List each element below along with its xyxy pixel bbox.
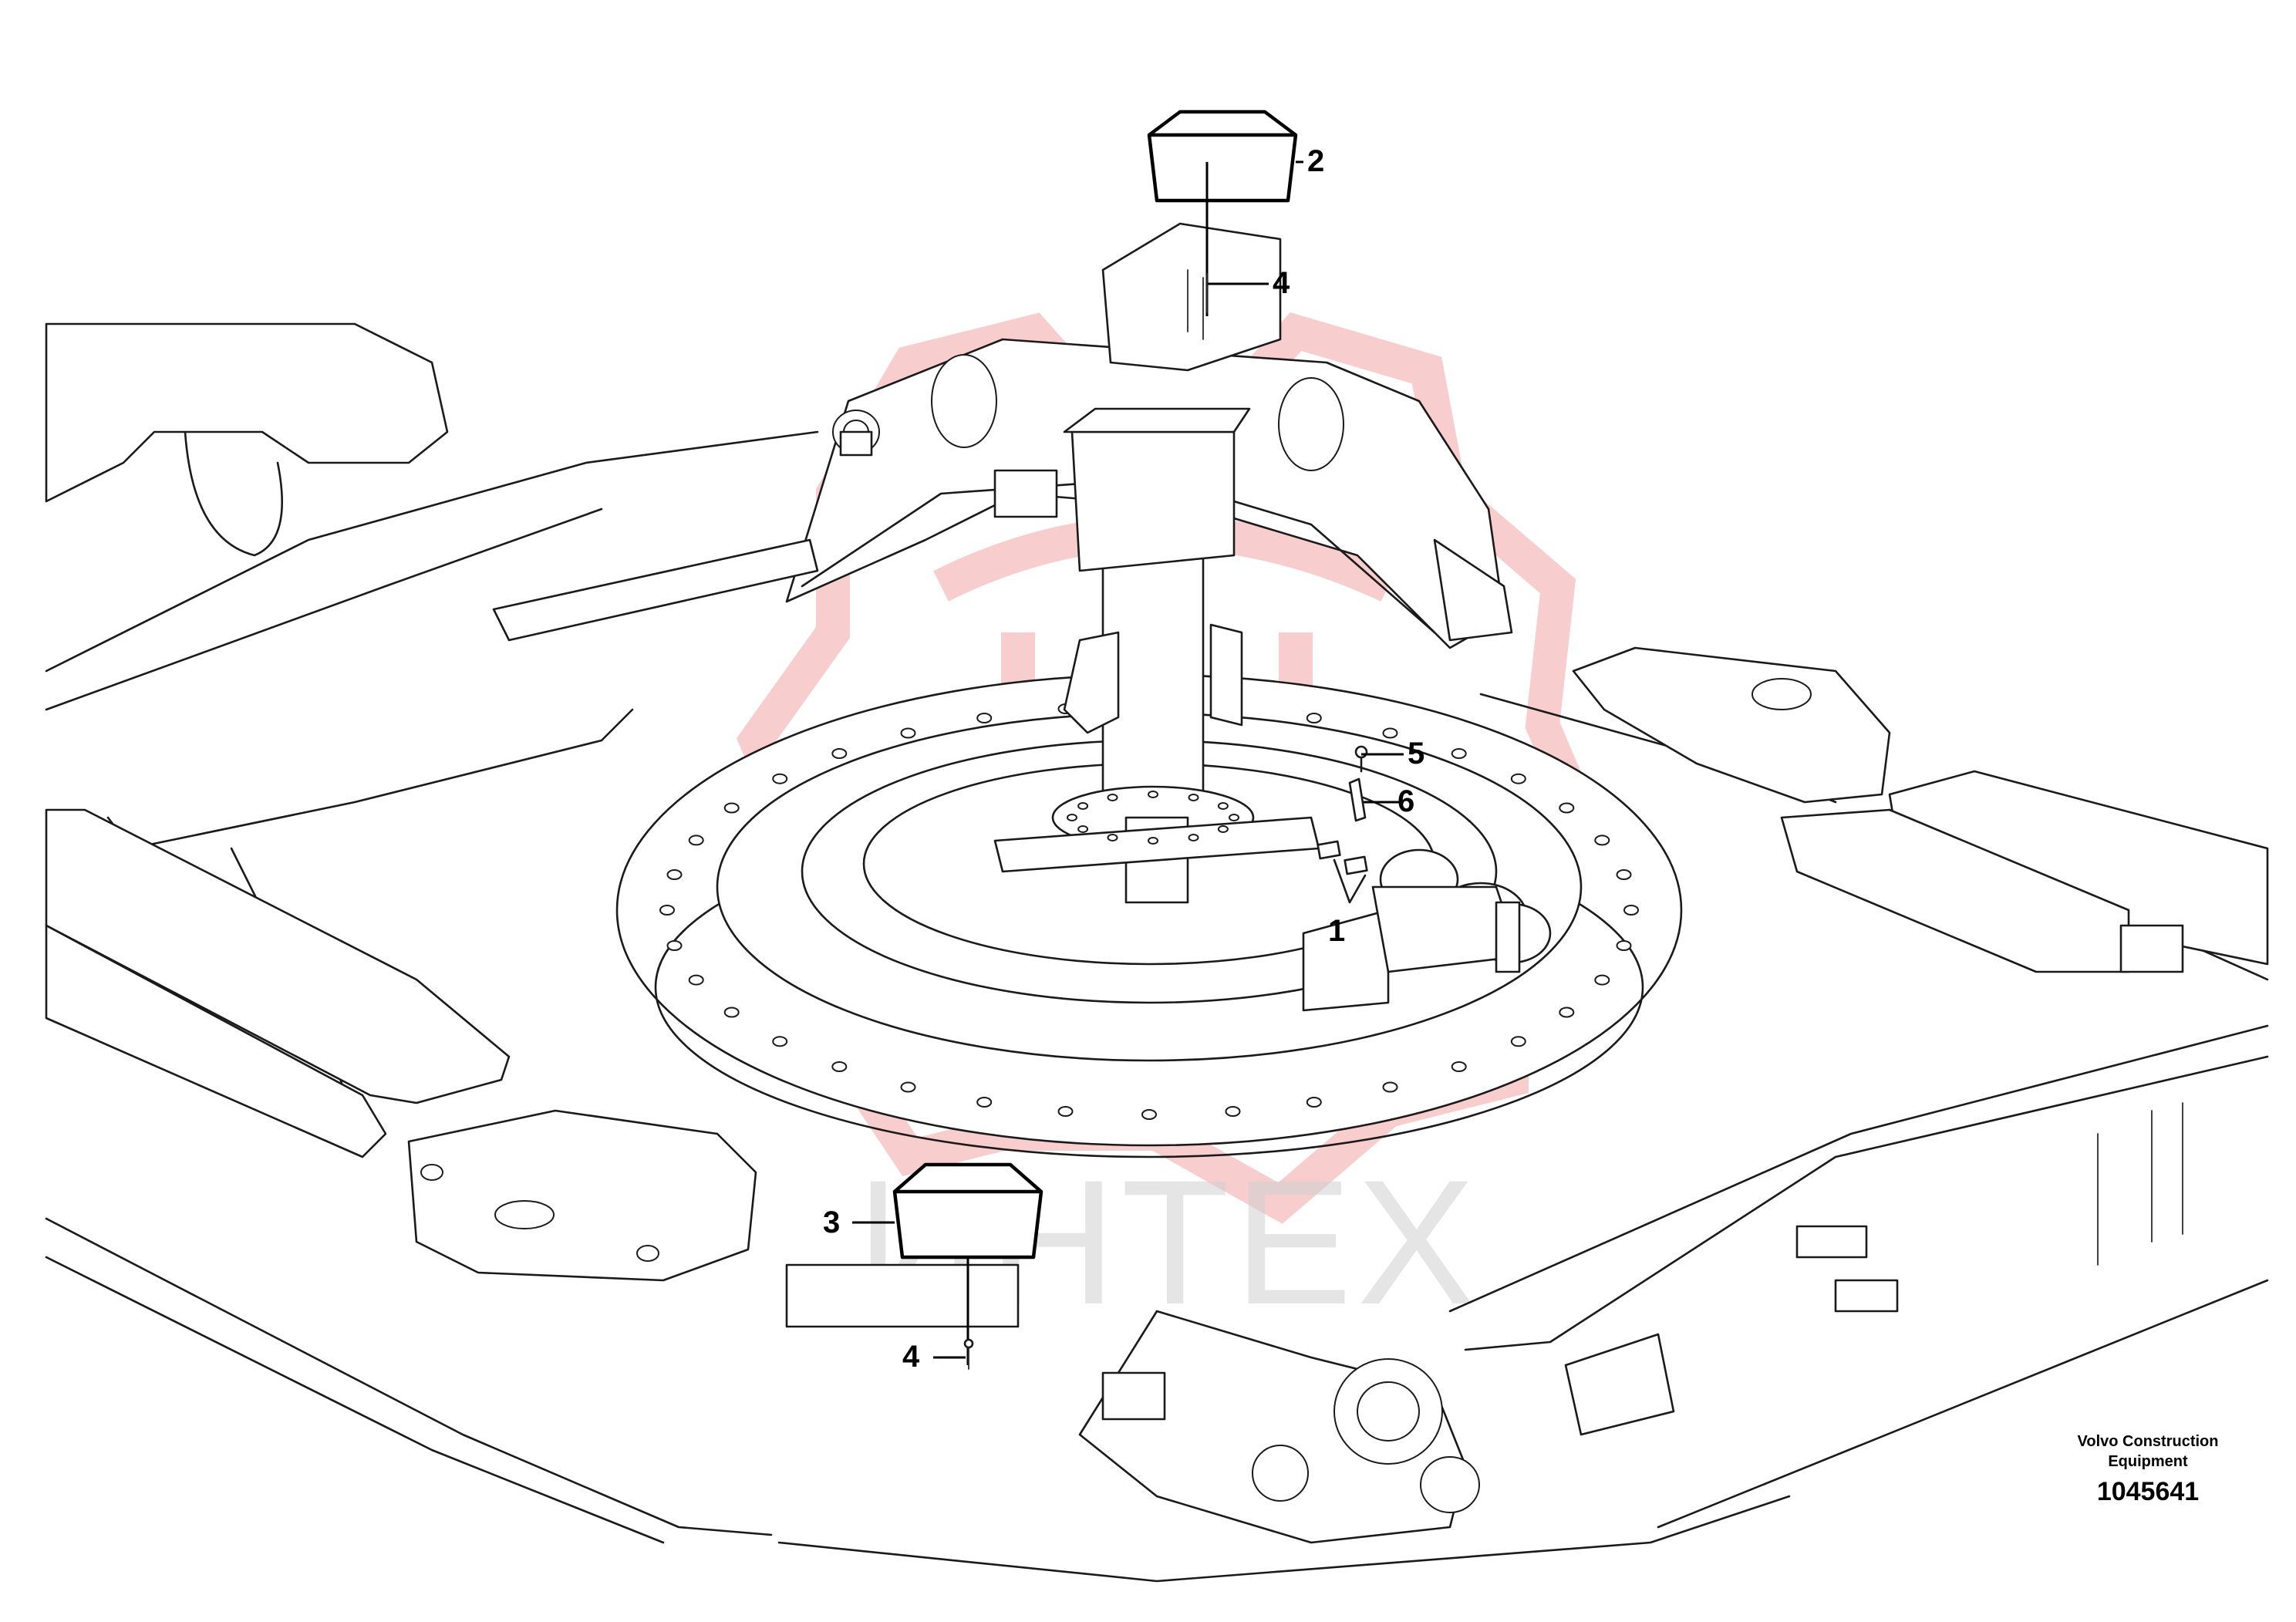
bolt-hole [1510, 773, 1526, 784]
rear-bracket [492, 338, 1513, 649]
bolt-hole [666, 869, 683, 880]
flange-hole [1107, 834, 1118, 841]
bolt-hole [688, 835, 704, 846]
bolt-hole [723, 1007, 740, 1018]
flange-hole [1067, 814, 1077, 821]
callout-label-6: 6 [1397, 784, 1414, 818]
bolt-hole [1623, 905, 1639, 916]
right-deck [1564, 646, 2269, 1436]
flange-hole [1188, 834, 1199, 841]
callout-label-5: 5 [1408, 737, 1424, 771]
part-2-box [1147, 110, 1298, 203]
bolt-hole [666, 940, 683, 951]
callout-label-2: 2 [1307, 144, 1324, 178]
bolt-hole [1451, 748, 1467, 759]
bolt-hole [976, 713, 993, 723]
flange-hole [1077, 825, 1089, 833]
bolt-hole [831, 1061, 848, 1072]
bolt-hole [831, 748, 848, 759]
manufacturer-credit-line-2: Equipment [2108, 1453, 2188, 1470]
flange-hole [1148, 837, 1158, 845]
flange-hole [1217, 802, 1229, 810]
bolt-hole [1559, 1007, 1575, 1018]
bolt-hole [900, 1081, 916, 1093]
flange-hole [1148, 791, 1158, 798]
bolt-hole [1306, 1097, 1322, 1108]
manufacturer-credit-line-1: Volvo Construction [2077, 1433, 2219, 1450]
bolt-hole [1225, 1106, 1241, 1117]
flange-hole [1217, 825, 1229, 833]
bolt-hole [1510, 1036, 1526, 1047]
bolt-hole [900, 727, 916, 739]
part-3-box [892, 1162, 1043, 1259]
bolt-hole [1594, 835, 1610, 846]
bolt-hole [772, 773, 788, 784]
part-1-fittings [1317, 840, 1368, 904]
swivel-flange-holes [1067, 791, 1239, 845]
bolt-hole [723, 802, 740, 814]
bolt-hole [1057, 1106, 1074, 1117]
bolt-hole [1382, 1081, 1398, 1093]
flange-hole [1229, 814, 1239, 821]
part-5-6-clip [1348, 745, 1368, 822]
bolt-hole [1451, 1061, 1467, 1072]
callout-label-1: 1 [1328, 914, 1345, 948]
bolt-hole [1559, 802, 1575, 814]
bolt-hole [1594, 974, 1610, 986]
swing-motor [1302, 848, 1552, 1012]
flange-hole [1077, 802, 1089, 810]
part-4-upper-bracket [1101, 222, 1282, 372]
callout-label-3: 3 [823, 1206, 840, 1239]
bolt-hole [1616, 869, 1632, 880]
callout-4-lower-screw [963, 1338, 974, 1370]
bolt-hole [1616, 940, 1632, 951]
left-track-frame [45, 322, 757, 1282]
flange-hole [1107, 794, 1118, 801]
drawing-number: 1045641 [2096, 1477, 2200, 1506]
bolt-hole [688, 974, 704, 986]
callout-label-4-lower: 4 [902, 1340, 920, 1374]
bolt-hole [1306, 713, 1322, 723]
callout-label-4-upper: 4 [1273, 266, 1290, 300]
boom-foot [785, 1263, 1480, 1544]
swivel-column [993, 407, 1320, 904]
bolt-hole [659, 905, 675, 916]
upper-frame [45, 430, 2269, 1583]
bolt-hole [1382, 727, 1398, 739]
bolt-hole [976, 1097, 993, 1108]
flange-hole [1188, 794, 1199, 801]
bolt-hole [1141, 1109, 1157, 1120]
bolt-hole [772, 1036, 788, 1047]
